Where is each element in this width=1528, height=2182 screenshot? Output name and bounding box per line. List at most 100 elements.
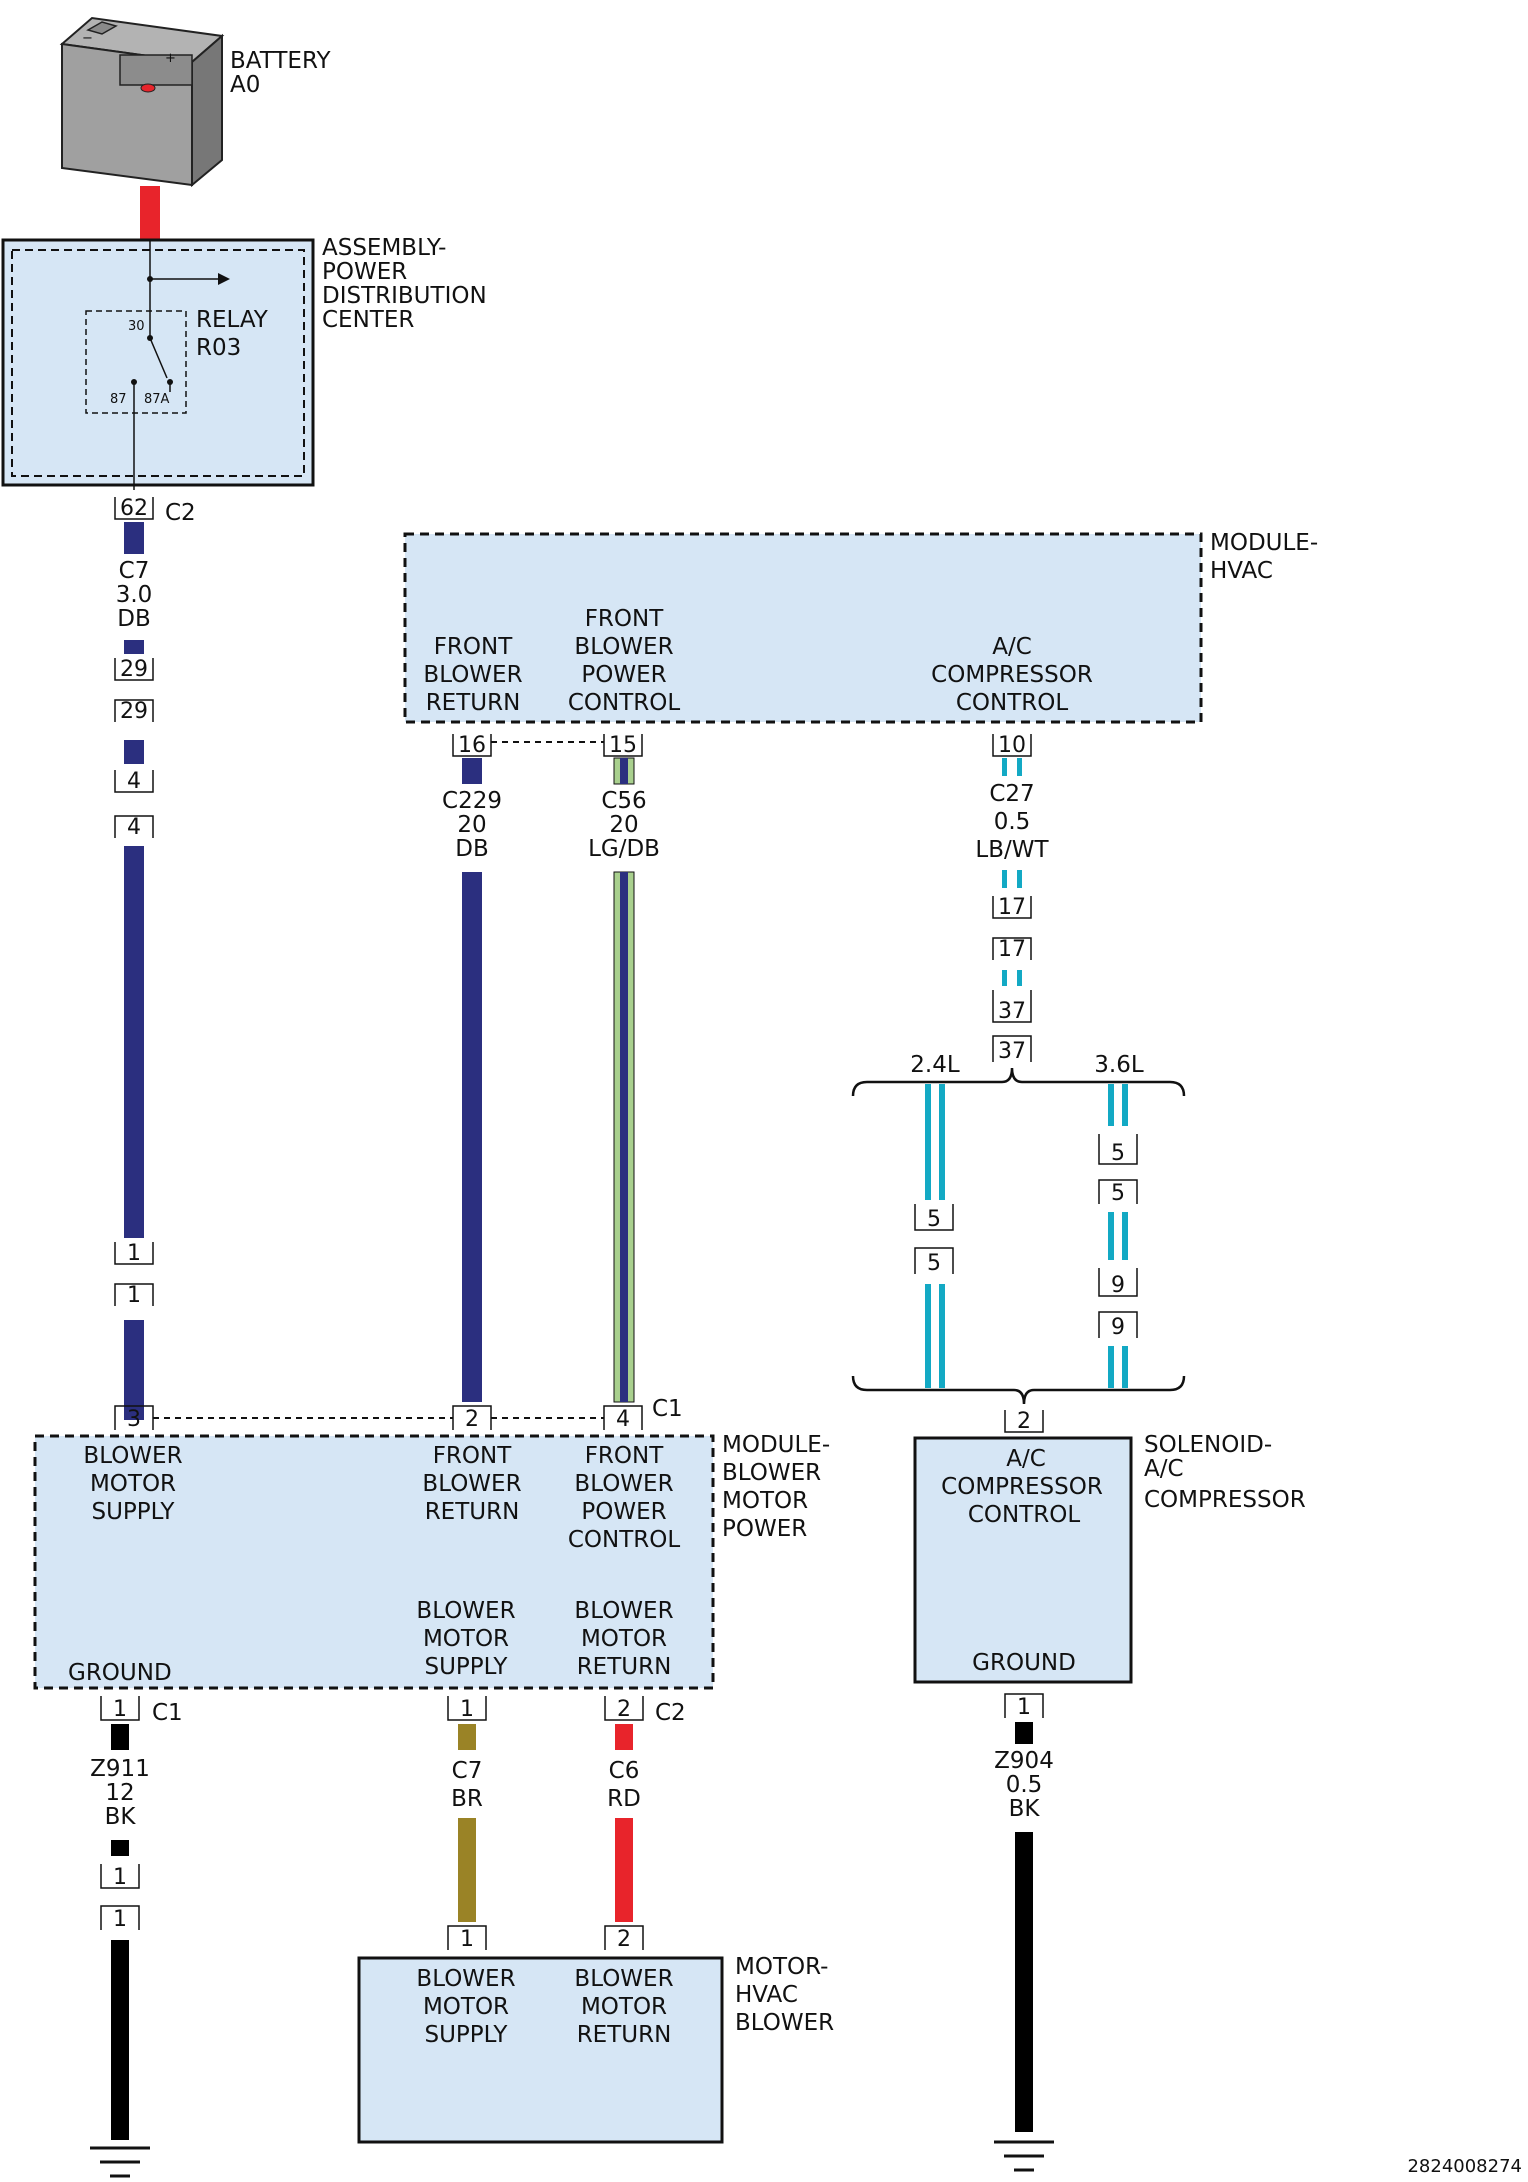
c27a-inline-2: 5 <box>914 1247 954 1276</box>
module-blower-name-4: POWER <box>722 1516 807 1542</box>
wire-c7-br <box>458 1724 476 1922</box>
z904-color: BK <box>1009 1796 1041 1822</box>
hvac-pin-15: 15 <box>603 733 643 758</box>
motor-supply-label-2: MOTOR <box>423 1994 509 2020</box>
c7-inline-3: 4 <box>114 769 154 794</box>
hvac-pin15-label-1: FRONT <box>585 606 665 632</box>
blower-bottom-supply-label-2: MOTOR <box>423 1626 509 1652</box>
svg-text:37: 37 <box>998 999 1026 1024</box>
svg-text:16: 16 <box>458 733 486 758</box>
blower-return-label-2: BLOWER <box>422 1471 521 1497</box>
pdc-name-1: ASSEMBLY- <box>322 235 446 261</box>
wire-z904-bk <box>1015 1722 1033 2132</box>
solenoid-box <box>913 1436 1133 1684</box>
c7-gauge: 3.0 <box>116 582 153 608</box>
c7-circuit: C7 <box>119 558 150 584</box>
blower-bottom-pin-3: 2 <box>604 1696 644 1722</box>
solenoid-out-pin: 1 <box>1004 1693 1044 1720</box>
c229-circuit: C229 <box>442 788 502 814</box>
motor-name-2: HVAC <box>735 1982 798 2008</box>
svg-text:29: 29 <box>120 657 148 682</box>
c27-gauge: 0.5 <box>994 809 1031 835</box>
c27-inline-4: 37 <box>992 1035 1032 1064</box>
pdc-out-pin: 62 <box>114 496 154 521</box>
c6-circuit: C6 <box>609 1758 640 1784</box>
z911-circuit: Z911 <box>90 1756 150 1782</box>
svg-text:4: 4 <box>127 769 141 794</box>
svg-text:29: 29 <box>120 699 148 724</box>
svg-text:5: 5 <box>1111 1141 1125 1166</box>
pdc-name-4: CENTER <box>322 307 414 333</box>
engine-b-label: 3.6L <box>1094 1052 1144 1078</box>
motor-pin-1: 1 <box>447 1925 487 1952</box>
module-hvac-name-2: HVAC <box>1210 558 1273 584</box>
module-blower-box <box>33 1434 715 1690</box>
c27b-inline-3: 9 <box>1098 1268 1138 1298</box>
svg-text:17: 17 <box>998 937 1026 962</box>
module-hvac-name-1: MODULE- <box>1210 530 1318 556</box>
svg-text:1: 1 <box>113 1865 127 1890</box>
blower-bottom-conn-c2: C2 <box>655 1700 686 1726</box>
svg-text:2: 2 <box>1017 1409 1031 1434</box>
svg-text:−: − <box>82 31 93 46</box>
c27-inline-1: 17 <box>992 895 1032 920</box>
ground-symbol-icon <box>994 2140 1054 2172</box>
z911-color: BK <box>105 1804 137 1830</box>
svg-text:15: 15 <box>609 733 637 758</box>
battery-feed-wire <box>140 186 160 240</box>
c7-inline-5: 1 <box>114 1241 154 1266</box>
module-blower-name-1: MODULE- <box>722 1432 830 1458</box>
hvac-pin15-label-4: CONTROL <box>568 690 681 716</box>
hvac-pin-16: 16 <box>452 733 492 758</box>
module-blower-name-2: BLOWER <box>722 1460 821 1486</box>
solenoid-name-3: COMPRESSOR <box>1144 1487 1306 1513</box>
svg-text:+: + <box>165 51 176 66</box>
blower-ground-label: GROUND <box>68 1660 172 1686</box>
pdc-out-conn: C2 <box>165 500 196 526</box>
svg-text:37: 37 <box>998 1039 1026 1064</box>
svg-text:4: 4 <box>616 1407 630 1432</box>
blower-return-label-3: RETURN <box>425 1499 520 1525</box>
svg-text:1: 1 <box>127 1241 141 1266</box>
battery-id: A0 <box>230 72 260 98</box>
c27-color: LB/WT <box>975 837 1049 863</box>
blower-bottom-conn-c1: C1 <box>152 1700 183 1726</box>
arrow-right-icon <box>218 273 230 285</box>
relay-pin-30: 30 <box>128 319 145 334</box>
blower-bottom-return-label-3: RETURN <box>577 1654 672 1680</box>
blower-pin-4: 4 <box>603 1405 643 1432</box>
relay-pin-87: 87 <box>110 392 127 407</box>
motor-name-1: MOTOR- <box>735 1954 828 1980</box>
c7-inline-6: 1 <box>114 1283 154 1308</box>
svg-text:3: 3 <box>127 1407 141 1432</box>
engine-split-brace-top <box>851 1067 1186 1097</box>
engine-a-label: 2.4L <box>910 1052 960 1078</box>
svg-text:2: 2 <box>617 1697 631 1722</box>
c56-circuit: C56 <box>601 788 646 814</box>
motor-return-label-2: MOTOR <box>581 1994 667 2020</box>
wire-c6-rd <box>615 1724 633 1922</box>
c7-color: DB <box>117 606 151 632</box>
z904-circuit: Z904 <box>994 1748 1054 1774</box>
c27a-inline-1: 5 <box>914 1204 954 1232</box>
solenoid-in-pin: 2 <box>1004 1409 1044 1434</box>
blower-bottom-supply-label-1: BLOWER <box>416 1598 515 1624</box>
wire-c27-3.6l <box>1108 1084 1128 1388</box>
c27-inline-3: 37 <box>992 990 1032 1024</box>
hvac-pin10-label-3: CONTROL <box>956 690 1069 716</box>
blower-pin-3: 3 <box>114 1405 154 1432</box>
svg-text:1: 1 <box>113 1907 127 1932</box>
svg-text:1: 1 <box>127 1283 141 1308</box>
relay-pin-87a: 87A <box>144 392 170 407</box>
solenoid-name-1: SOLENOID- <box>1144 1432 1272 1458</box>
z904-gauge: 0.5 <box>1006 1772 1043 1798</box>
svg-text:5: 5 <box>927 1251 941 1276</box>
c229-color: DB <box>455 836 489 862</box>
hvac-pin15-label-2: BLOWER <box>574 634 673 660</box>
motor-supply-label-3: SUPPLY <box>425 2022 509 2048</box>
battery-icon: + − <box>59 16 225 188</box>
relay-name: RELAY <box>196 307 269 333</box>
module-blower-name-3: MOTOR <box>722 1488 808 1514</box>
svg-text:1: 1 <box>460 1927 474 1952</box>
